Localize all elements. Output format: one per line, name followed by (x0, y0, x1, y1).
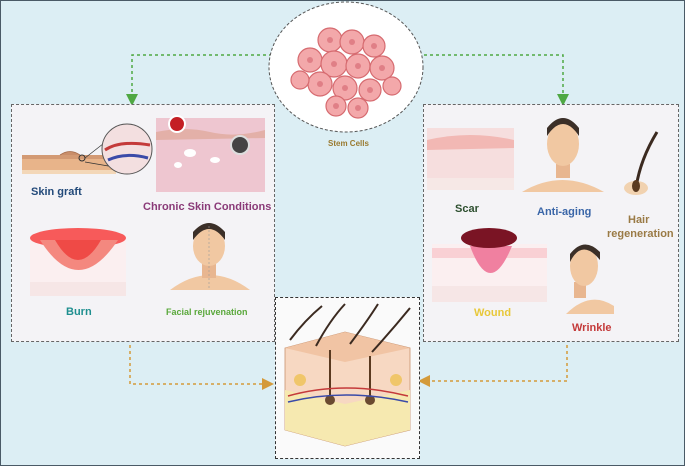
hair-label: Hair (628, 214, 650, 226)
wound-label: Wound (474, 307, 512, 319)
skin-graft-label: Skin graft (31, 186, 82, 198)
facial-rejuvenation-label: Facial rejuvenation (166, 307, 248, 317)
stem-cells-label: Stem Cells (328, 139, 369, 148)
burn-label: Burn (66, 306, 92, 318)
regeneration-label: regeneration (607, 228, 674, 240)
arrow-right-to-skin (418, 345, 568, 387)
chronic-skin-conditions-label: Chronic Skin Conditions (143, 201, 272, 213)
arrow-stem-to-left (126, 54, 272, 106)
scar-label: Scar (455, 203, 479, 215)
arrow-stem-to-right (424, 54, 569, 106)
wrinkle-label: Wrinkle (572, 322, 612, 334)
arrow-left-to-skin (129, 345, 274, 390)
anti-aging-label: Anti-aging (537, 206, 592, 218)
